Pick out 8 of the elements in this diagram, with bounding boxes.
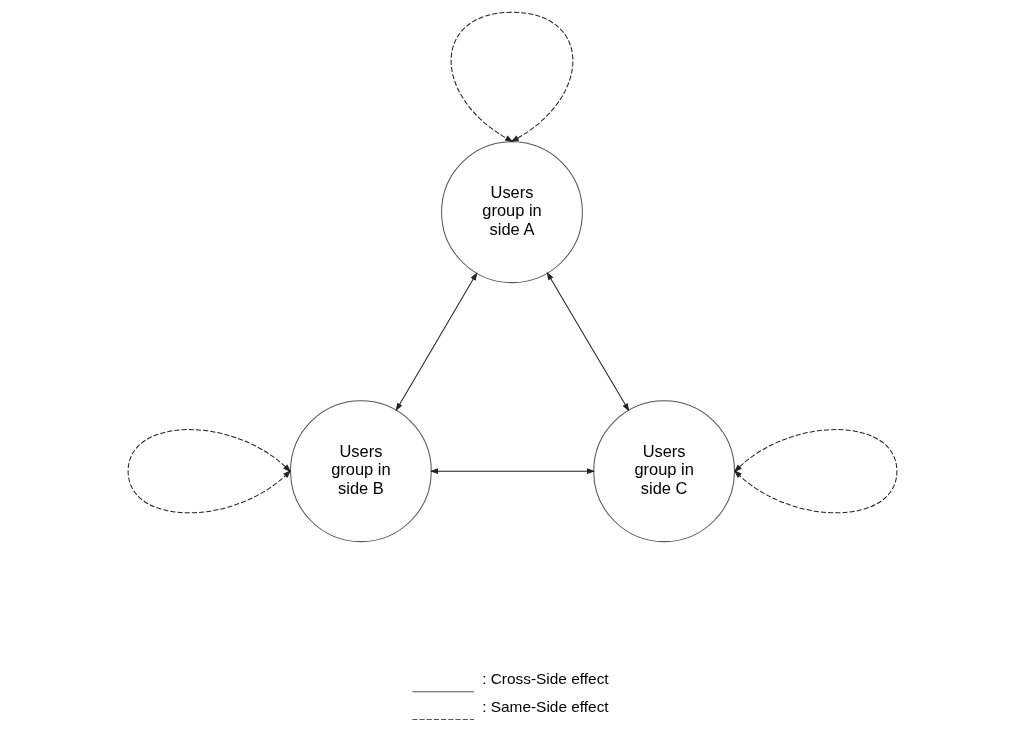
- arrow: [127, 429, 292, 514]
- arrow: [546, 271, 630, 412]
- arrow: [733, 429, 898, 514]
- legend-label: : Same-Side effect: [482, 698, 609, 716]
- arrow: [429, 468, 596, 475]
- arrow: [395, 272, 478, 412]
- legend-label: : Cross-Side effect: [482, 670, 609, 688]
- arrow: [450, 11, 574, 143]
